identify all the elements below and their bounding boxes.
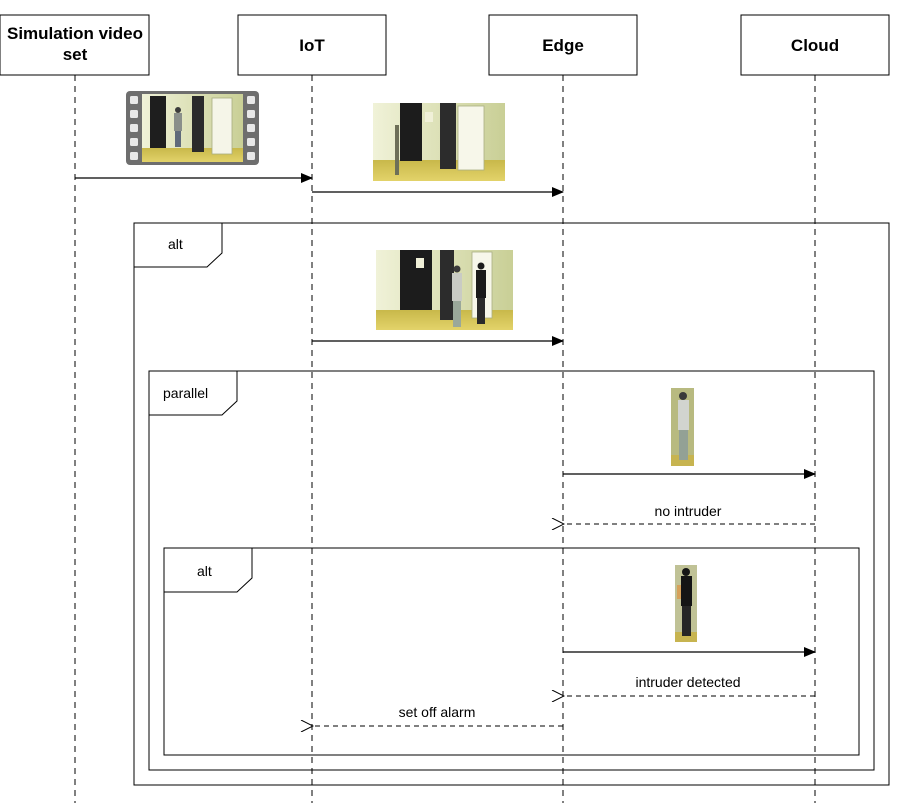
lifeline-sim-label-1: Simulation video	[7, 24, 143, 43]
fragment-label-outer-alt: alt	[168, 236, 183, 252]
person-crop-light-clothes	[671, 388, 694, 466]
lifeline-iot-label: IoT	[299, 36, 325, 55]
lifeline-cloud: Cloud	[740, 14, 890, 76]
lifeline-cloud-label: Cloud	[791, 36, 839, 55]
parallel-fragment: parallel	[148, 370, 875, 771]
corridor-frame-empty	[373, 103, 505, 181]
lifeline-edge: Edge	[488, 14, 638, 76]
reply-label-set-off-alarm: set off alarm	[399, 704, 476, 720]
lifeline-sim: Simulation video set	[0, 14, 150, 76]
corridor-frame-two-people	[376, 250, 513, 330]
fragment-label-parallel: parallel	[163, 385, 208, 401]
lifeline-iot: IoT	[237, 14, 387, 76]
person-crop-dark-clothes	[675, 565, 697, 642]
alt-fragment-inner: alt	[163, 547, 860, 756]
lifeline-sim-label-2: set	[63, 45, 88, 64]
reply-label-intruder-detected: intruder detected	[635, 674, 740, 690]
reply-label-no-intruder: no intruder	[655, 503, 722, 519]
film-strip-video-icon	[126, 91, 259, 165]
lifeline-edge-label: Edge	[542, 36, 584, 55]
fragment-label-inner-alt: alt	[197, 563, 212, 579]
alt-fragment-outer: alt	[133, 222, 890, 786]
